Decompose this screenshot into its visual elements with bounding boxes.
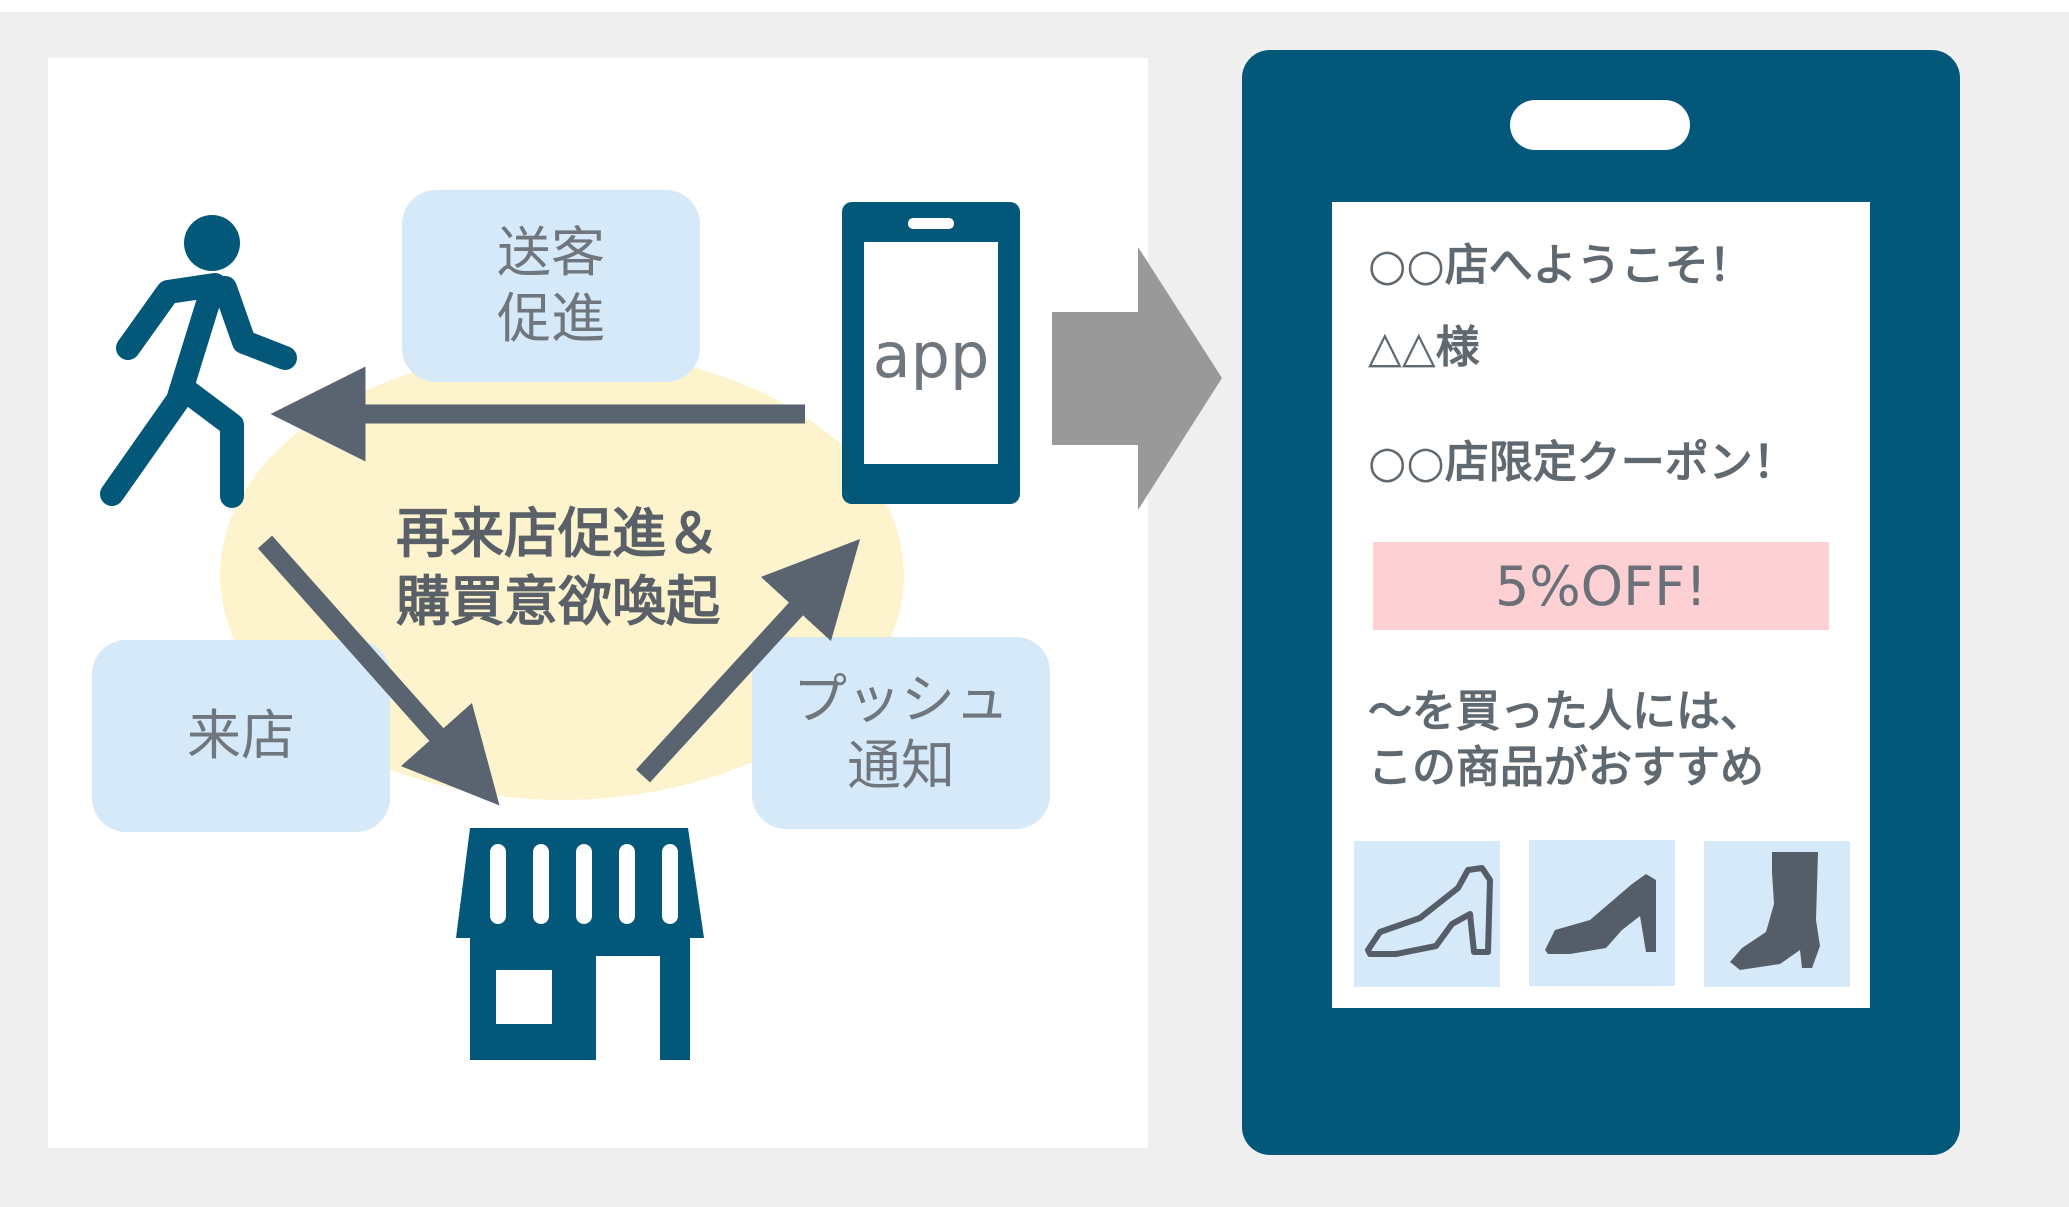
push-notification-label: プッシュ 通知 (793, 668, 1009, 797)
center-label: 再来店促進＆ 購買意欲喚起 (396, 502, 720, 633)
smartphone-icon (842, 202, 1020, 504)
push-notification-box (752, 637, 1050, 829)
recommendation-text: ～を買った人には、 この商品がおすすめ (1368, 686, 1764, 793)
send-customers-box (402, 190, 700, 382)
phone-speaker (1510, 100, 1690, 150)
boot-icon (1730, 852, 1820, 970)
coupon-title-text: ○○店限定クーポン！ (1368, 437, 1797, 488)
high-heel-outline-icon (1365, 865, 1493, 957)
pump-shoe-icon (1545, 874, 1656, 954)
visit-store-arrow (257, 535, 500, 806)
visit-store-label: 来店 (187, 704, 295, 767)
welcome-text: ○○店へようこそ！ (1368, 240, 1753, 291)
push-notification-arrow (635, 538, 861, 783)
walking-person-icon (100, 215, 297, 508)
visit-store-box (92, 640, 390, 832)
app-label: app (872, 318, 990, 392)
top-strip (0, 0, 2069, 12)
coupon-banner (1373, 542, 1829, 630)
send-customers-label: 送客 促進 (497, 221, 605, 350)
customer-name-text: △△様 (1368, 322, 1480, 373)
transition-arrow (1052, 247, 1222, 510)
storefront-icon (456, 828, 704, 1060)
coupon-value-text: 5%OFF! (1495, 554, 1707, 618)
